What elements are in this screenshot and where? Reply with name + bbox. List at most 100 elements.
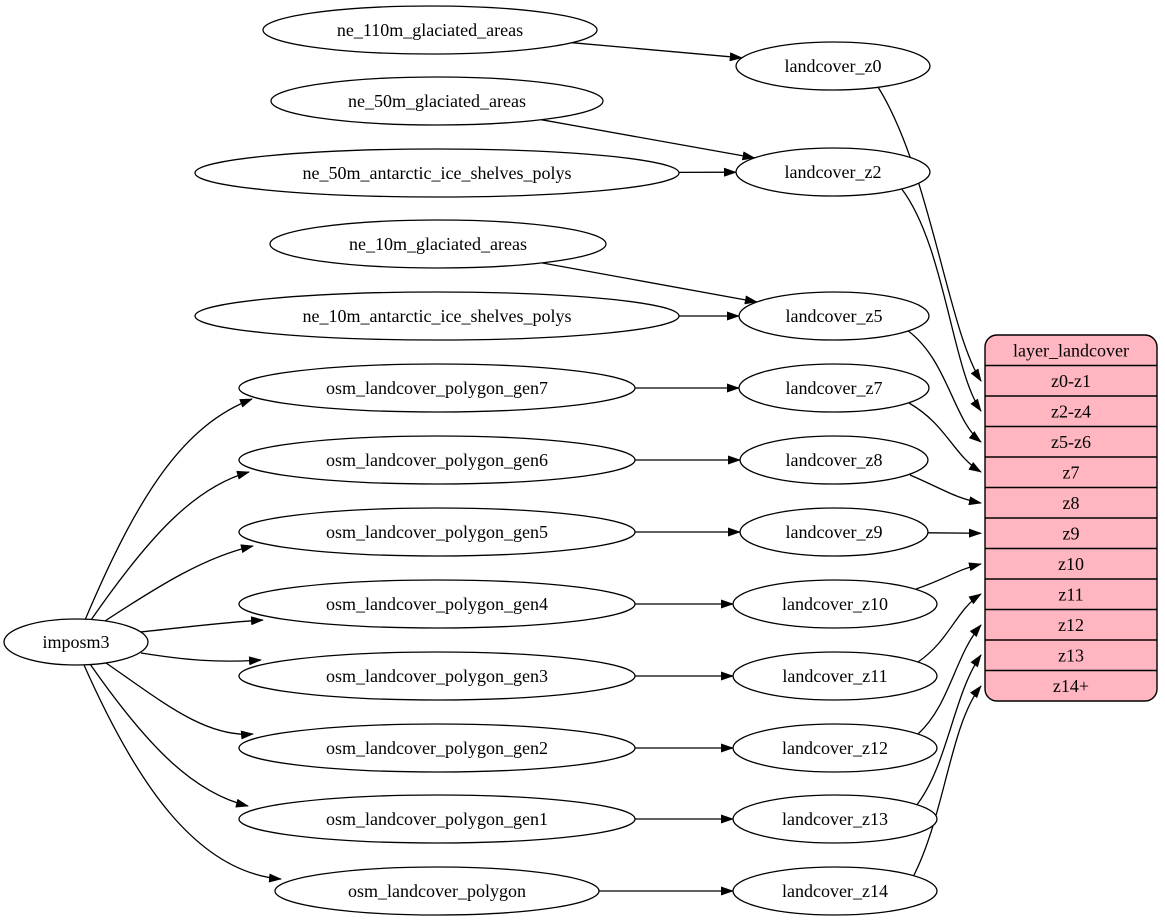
edge-ne_50m_glaciated_areas-landcover_z2: [541, 119, 756, 161]
node-label: landcover_z5: [786, 306, 883, 326]
node-label: ne_50m_glaciated_areas: [348, 91, 526, 111]
node-ellipse: [732, 866, 938, 916]
nodes-layer: imposm3 ne_110m_glaciated_areas ne_50m_gla…: [3, 5, 938, 916]
node-ellipse: [735, 41, 931, 91]
node-osm_landcover_polygon_gen3: osm_landcover_polygon_gen3: [238, 651, 636, 701]
node-ellipse: [274, 866, 600, 916]
node-label: imposm3: [42, 632, 109, 652]
node-ellipse: [739, 435, 929, 485]
node-landcover_z9: landcover_z9: [739, 507, 929, 557]
node-label: osm_landcover_polygon_gen4: [326, 594, 548, 614]
node-landcover_z7: landcover_z7: [738, 363, 930, 413]
node-ne_50m_glaciated_areas: ne_50m_glaciated_areas: [270, 76, 604, 126]
table-row-z8: z8: [1063, 493, 1080, 513]
node-label: landcover_z7: [786, 378, 883, 398]
node-landcover_z2: landcover_z2: [735, 147, 931, 197]
table-row-z9: z9: [1063, 523, 1080, 543]
edge-landcover_z8-rowz8: [909, 474, 982, 506]
node-osm_landcover_polygon_gen4: osm_landcover_polygon_gen4: [238, 579, 636, 629]
node-imposm3: imposm3: [3, 618, 149, 666]
node-ellipse: [269, 219, 607, 269]
edge-landcover_z11-rowz11: [917, 593, 982, 663]
node-landcover_z13: landcover_z13: [732, 794, 938, 844]
node-label: ne_110m_glaciated_areas: [337, 20, 523, 40]
edge-landcover_z12-rowz12: [917, 624, 982, 735]
node-ellipse: [238, 794, 636, 844]
node-label: landcover_z8: [786, 450, 883, 470]
edge-imposm3-osm_landcover_polygon_gen3: [140, 652, 262, 666]
node-landcover_z8: landcover_z8: [739, 435, 929, 485]
edge-landcover_z13-rowz13: [915, 654, 982, 807]
table-row-z12: z12: [1058, 615, 1084, 635]
edge-landcover_z2-rowz2-z4: [900, 187, 982, 412]
node-landcover_z12: landcover_z12: [732, 723, 938, 773]
node-label: osm_landcover_polygon_gen2: [326, 738, 548, 758]
node-ellipse: [739, 507, 929, 557]
node-label: ne_10m_glaciated_areas: [349, 234, 527, 254]
node-label: osm_landcover_polygon_gen5: [326, 522, 548, 542]
edge-landcover_z7-rowz7: [908, 402, 982, 473]
node-ellipse: [738, 363, 930, 413]
edge-landcover_z5-rowz5-z6: [906, 329, 982, 443]
node-label: landcover_z2: [785, 162, 882, 182]
node-ellipse: [732, 579, 938, 629]
table-row-z2-z4: z2-z4: [1051, 401, 1091, 421]
node-label: osm_landcover_polygon_gen1: [326, 809, 548, 829]
node-landcover_z0: landcover_z0: [735, 41, 931, 91]
node-label: osm_landcover_polygon_gen3: [326, 666, 548, 686]
node-ellipse: [732, 651, 938, 701]
node-osm_landcover_polygon_gen2: osm_landcover_polygon_gen2: [238, 723, 636, 773]
table-title: layer_landcover: [1013, 340, 1129, 360]
table-row-z10: z10: [1058, 554, 1084, 574]
node-ellipse: [194, 148, 680, 198]
node-ellipse: [732, 794, 938, 844]
edge-landcover_z14-rowz14: [912, 685, 982, 878]
table-cells: [985, 364, 1157, 672]
node-label: landcover_z10: [782, 594, 888, 614]
node-label: osm_landcover_polygon: [348, 881, 526, 901]
node-ellipse: [238, 651, 636, 701]
node-ellipse: [238, 363, 636, 413]
edge-imposm3-osm_landcover_polygon: [83, 664, 282, 883]
node-landcover_z10: landcover_z10: [732, 579, 938, 629]
table-row-z14: z14+: [1053, 676, 1089, 696]
edges-layer: [83, 42, 982, 896]
node-label: landcover_z11: [782, 666, 887, 686]
node-ne_50m_antarctic_ice_shelves_polys: ne_50m_antarctic_ice_shelves_polys: [194, 148, 680, 198]
table-row-z13: z13: [1058, 645, 1084, 665]
node-ellipse: [238, 579, 636, 629]
node-ellipse: [238, 723, 636, 773]
node-landcover_z11: landcover_z11: [732, 651, 938, 701]
node-osm_landcover_polygon_gen1: osm_landcover_polygon_gen1: [238, 794, 636, 844]
edge-ne_110m_glaciated_areas-landcover_z0: [571, 42, 743, 62]
table-row-z0-z1: z0-z1: [1051, 371, 1091, 391]
edge-landcover_z0-rowz0-z1: [877, 86, 982, 382]
node-label: landcover_z9: [786, 522, 883, 542]
node-label: landcover_z0: [785, 56, 882, 76]
edge-imposm3-osm_landcover_polygon_gen6: [90, 470, 250, 621]
node-ellipse: [238, 507, 636, 557]
node-ellipse: [3, 618, 149, 666]
edge-imposm3-osm_landcover_polygon_gen7: [84, 398, 253, 621]
edge-imposm3-osm_landcover_polygon_gen1: [89, 663, 249, 808]
node-ne_10m_antarctic_ice_shelves_polys: ne_10m_antarctic_ice_shelves_polys: [194, 291, 680, 341]
table-layer-landcover: layer_landcoverz0-z1z2-z4z5-z6z7z8z9z10z…: [984, 334, 1158, 702]
node-ellipse: [194, 291, 680, 341]
node-label: ne_10m_antarctic_ice_shelves_polys: [303, 306, 572, 326]
node-osm_landcover_polygon_gen5: osm_landcover_polygon_gen5: [238, 507, 636, 557]
node-landcover_z5: landcover_z5: [738, 291, 930, 341]
node-ellipse: [738, 291, 930, 341]
node-osm_landcover_polygon: osm_landcover_polygon: [274, 866, 600, 916]
table-row-z7: z7: [1063, 462, 1080, 482]
node-ellipse: [262, 5, 598, 55]
table-border: [984, 334, 1158, 702]
node-ne_110m_glaciated_areas: ne_110m_glaciated_areas: [262, 5, 598, 55]
node-label: landcover_z12: [782, 738, 888, 758]
node-ellipse: [735, 147, 931, 197]
node-label: osm_landcover_polygon_gen6: [326, 450, 548, 470]
edge-imposm3-osm_landcover_polygon_gen2: [105, 662, 254, 740]
node-label: osm_landcover_polygon_gen7: [326, 378, 548, 398]
node-ellipse: [732, 723, 938, 773]
